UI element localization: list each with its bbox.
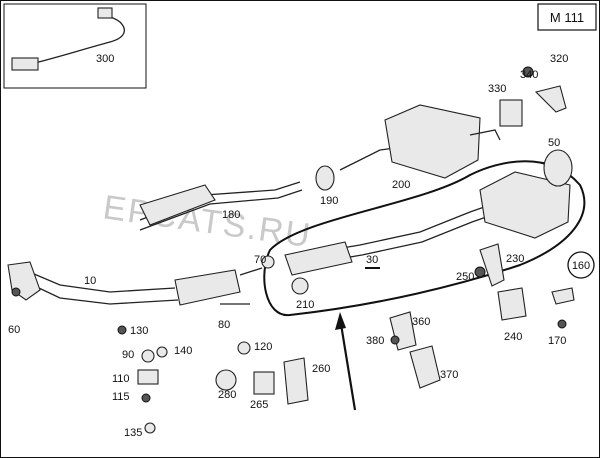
- upper-front-pipe-lower-edge: [139, 189, 303, 231]
- callout-230: 230: [506, 253, 524, 265]
- sensor-connector: [97, 7, 113, 19]
- screw-115: [141, 393, 151, 403]
- callout-250: 250: [456, 271, 474, 283]
- oxygen-sensor-inset: 300: [3, 3, 147, 89]
- callout-120: 120: [254, 341, 272, 353]
- callout-130: 130: [130, 325, 148, 337]
- bolt-135: [144, 422, 156, 434]
- highlighted-section: [263, 149, 586, 317]
- gasket-70: [261, 255, 275, 269]
- callout-200: 200: [392, 179, 410, 191]
- diagram-code-box: M 111: [537, 3, 597, 31]
- bracket-170: [551, 287, 575, 305]
- rubber-hanger-330: [499, 99, 523, 127]
- highlight-outline: [263, 160, 586, 317]
- callout-50: 50: [548, 137, 560, 149]
- rubber-mount-370: [409, 345, 441, 389]
- callout-70: 70: [254, 254, 266, 266]
- screw-250: [474, 266, 486, 278]
- callout-labels: 10 30 50 60 70 80 90 110 115 120 130 135…: [8, 53, 595, 439]
- bracket-110: [137, 369, 159, 385]
- front-downpipe: [19, 267, 176, 293]
- rear-muffler: [479, 171, 571, 239]
- nut-120: [237, 341, 251, 355]
- upper-tail-pipe: [469, 129, 501, 141]
- pipe-clamp-190: [315, 165, 335, 191]
- callout-30: 30: [366, 254, 378, 266]
- callout-265: 265: [250, 399, 268, 411]
- callout-60: 60: [8, 324, 20, 336]
- front-downpipe-lower-edge: [21, 279, 179, 305]
- gasket-210: [291, 277, 309, 295]
- callout-160: 160: [572, 260, 590, 272]
- rubber-ring-280: [215, 369, 237, 391]
- clamp-265: [253, 371, 275, 395]
- callout-340: 340: [520, 69, 538, 81]
- rubber-mount-240: [497, 287, 527, 321]
- callout-160-circle: 160: [567, 251, 595, 279]
- upper-exhaust-assembly: [139, 104, 501, 231]
- diagram-code: M 111: [550, 10, 584, 25]
- callout-330: 330: [488, 83, 506, 95]
- bracket-260: [283, 357, 309, 405]
- callout-110: 110: [112, 373, 130, 385]
- callout-135: 135: [124, 427, 142, 439]
- pointer-arrow: [335, 312, 357, 411]
- callout-210: 210: [296, 299, 314, 311]
- callout-10: 10: [84, 275, 96, 287]
- upper-catalytic-converter: [139, 184, 216, 226]
- callout-180: 180: [222, 209, 240, 221]
- converter-outlet: [239, 267, 263, 276]
- callout-260: 260: [312, 363, 330, 375]
- stud-60: [11, 287, 21, 297]
- callout-140: 140: [174, 345, 192, 357]
- callout-280: 280: [218, 389, 236, 401]
- callout-190: 190: [320, 195, 338, 207]
- callout-300: 300: [96, 53, 114, 65]
- bracket-320: [534, 85, 567, 113]
- callout-240: 240: [504, 331, 522, 343]
- callout-115: 115: [112, 391, 130, 403]
- small-parts: [11, 66, 575, 434]
- screw-380: [390, 335, 400, 345]
- intermediate-silencer: [284, 241, 353, 276]
- callout-380: 380: [366, 335, 384, 347]
- nut-140: [156, 346, 168, 358]
- callout-80: 80: [218, 319, 230, 331]
- callout-320: 320: [550, 53, 568, 65]
- clamp-90: [141, 349, 155, 363]
- callout-360: 360: [412, 316, 430, 328]
- bolt-170: [557, 319, 567, 329]
- primary-catalytic-converter: [174, 269, 241, 306]
- callout-170: 170: [548, 335, 566, 347]
- upper-rear-muffler: [384, 104, 481, 179]
- callout-370: 370: [440, 369, 458, 381]
- bracket-130: [117, 325, 127, 335]
- tail-pipe: [543, 149, 573, 187]
- hanger-230: [479, 243, 505, 287]
- nut-340: [522, 66, 534, 78]
- oxygen-sensor-body: [11, 57, 39, 71]
- callout-90: 90: [122, 349, 134, 361]
